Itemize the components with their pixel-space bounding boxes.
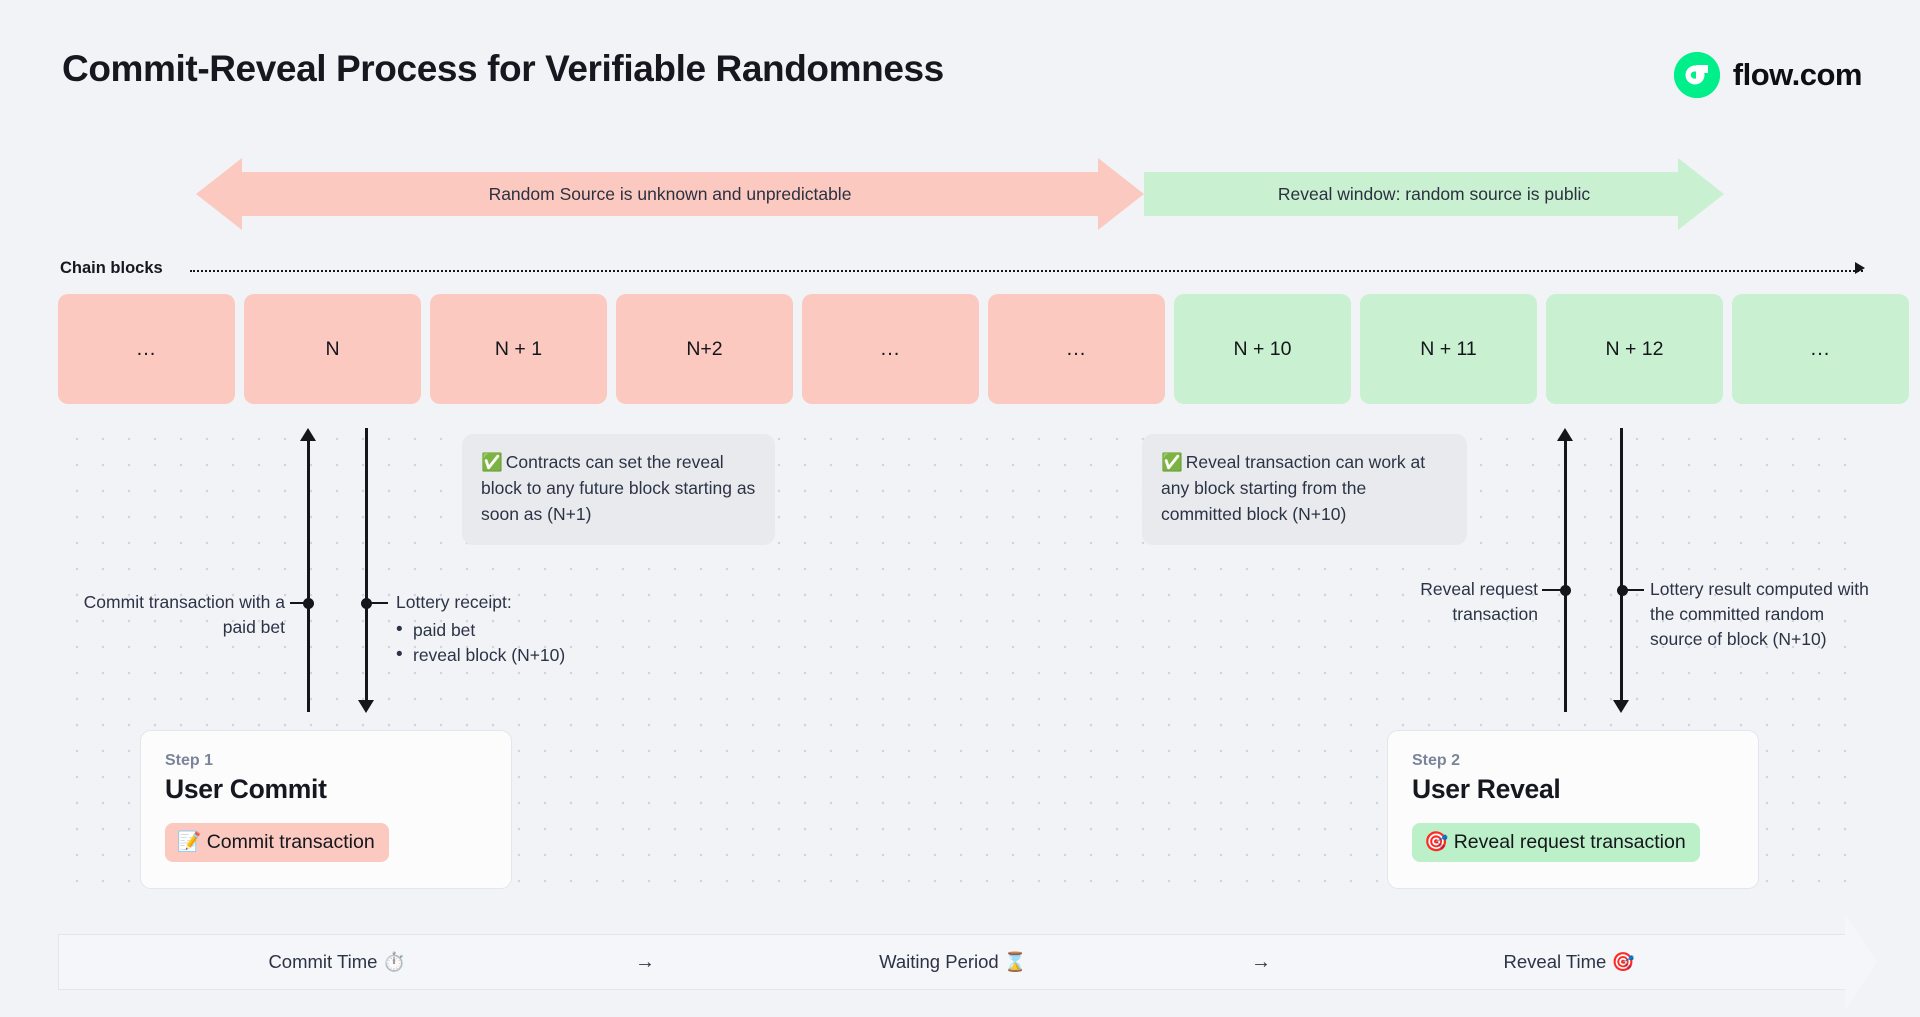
brand-name: flow.com	[1732, 57, 1863, 92]
commit-arrow-up-icon	[300, 428, 316, 441]
chain-block: ...	[988, 294, 1165, 404]
note-text: Reveal transaction can work at any block…	[1161, 452, 1426, 524]
note-contracts-reveal-block: ✅Contracts can set the reveal block to a…	[462, 434, 775, 545]
brand-logo: flow.com	[1673, 52, 1863, 98]
pill-label: Commit transaction	[206, 831, 375, 853]
receipt-connector-line	[365, 428, 368, 710]
result-connector-dot	[1617, 585, 1628, 596]
reveal-request-transaction-pill[interactable]: 🎯 Reveal request transaction	[1412, 823, 1700, 862]
timeline-segment-commit-time: Commit Time ⏱️	[268, 951, 406, 972]
step-card-user-reveal[interactable]: Step 2 User Reveal 🎯 Reveal request tran…	[1387, 730, 1759, 889]
memo-emoji-icon: 📝	[177, 831, 202, 853]
step-label: Step 1	[165, 752, 214, 769]
chain-block: ...	[1732, 294, 1909, 404]
step-title: User Reveal	[1412, 774, 1561, 804]
timeline-arrow-tip-icon	[1845, 913, 1877, 1011]
commit-transaction-pill[interactable]: 📝 Commit transaction	[165, 823, 389, 862]
chain-blocks-row: ... N N + 1 N+2 ... ... N + 10 N + 11 N …	[58, 294, 1909, 404]
reveal-arrow-up-icon	[1557, 428, 1573, 441]
list-item: reveal block (N+10)	[396, 642, 656, 669]
chain-block: N + 10	[1174, 294, 1351, 404]
timeline-arrow-icon: →	[635, 950, 655, 973]
chain-axis-arrow-icon	[1855, 262, 1865, 274]
chain-block: ...	[58, 294, 235, 404]
phase-reveal-window-label: Reveal window: random source is public	[1277, 183, 1591, 204]
result-connector-line	[1620, 428, 1623, 710]
annotation-lottery-result: Lottery result computed with the committ…	[1650, 579, 1869, 649]
phase-unpredictable: Random Source is unknown and unpredictab…	[196, 158, 1144, 230]
timeline-segment-waiting-period: Waiting Period ⌛	[879, 951, 1027, 972]
list-item: paid bet	[396, 617, 656, 644]
timeline-segment-reveal-time: Reveal Time 🎯	[1503, 951, 1635, 972]
lottery-receipt-list: paid bet reveal block (N+10)	[396, 617, 656, 669]
flow-logo-icon	[1673, 52, 1720, 98]
step-label: Step 2	[1412, 752, 1461, 769]
commit-connector-stub	[290, 602, 312, 605]
chain-block: N+2	[616, 294, 793, 404]
chain-block: N + 11	[1360, 294, 1537, 404]
commit-connector-dot	[303, 598, 314, 609]
result-arrow-down-icon	[1613, 700, 1629, 713]
note-reveal-transaction-window: ✅Reveal transaction can work at any bloc…	[1142, 434, 1467, 545]
timeline-arrow-icon: →	[1251, 950, 1271, 973]
chain-block: ...	[802, 294, 979, 404]
bottom-timeline-bar: Commit Time ⏱️ → Waiting Period ⌛ → Reve…	[58, 934, 1848, 990]
check-mark-button-emoji-icon: ✅	[1161, 452, 1183, 472]
commit-connector-line	[307, 440, 310, 712]
chain-block: N	[244, 294, 421, 404]
chain-blocks-label: Chain blocks	[60, 259, 163, 277]
step-card-user-commit[interactable]: Step 1 User Commit 📝 Commit transaction	[140, 730, 512, 889]
annotation-lottery-receipt: Lottery receipt: paid bet reveal block (…	[396, 590, 656, 668]
phase-arrow-row: Random Source is unknown and unpredictab…	[0, 158, 1920, 238]
page-title: Commit-Reveal Process for Verifiable Ran…	[62, 48, 944, 89]
step-title: User Commit	[165, 774, 327, 804]
pill-label: Reveal request transaction	[1453, 831, 1686, 853]
reveal-connector-dot	[1560, 585, 1571, 596]
receipt-arrow-down-icon	[358, 700, 374, 713]
direct-hit-emoji-icon: 🎯	[1424, 831, 1449, 853]
check-mark-button-emoji-icon: ✅	[481, 452, 503, 472]
note-text: Contracts can set the reveal block to an…	[481, 452, 756, 524]
lottery-receipt-title: Lottery receipt:	[396, 592, 512, 612]
annotation-reveal-request: Reveal request transaction	[1420, 579, 1538, 624]
receipt-connector-stub	[366, 602, 388, 605]
reveal-connector-line	[1564, 440, 1567, 712]
chain-block: N + 12	[1546, 294, 1723, 404]
phase-reveal-window: Reveal window: random source is public	[1144, 158, 1724, 230]
reveal-connector-stub	[1542, 589, 1566, 592]
chain-axis-line	[190, 270, 1863, 272]
annotation-commit-transaction: Commit transaction with a paid bet	[83, 592, 285, 637]
chain-block: N + 1	[430, 294, 607, 404]
phase-unpredictable-label: Random Source is unknown and unpredictab…	[488, 183, 852, 204]
receipt-connector-dot	[361, 598, 372, 609]
result-connector-stub	[1622, 589, 1644, 592]
